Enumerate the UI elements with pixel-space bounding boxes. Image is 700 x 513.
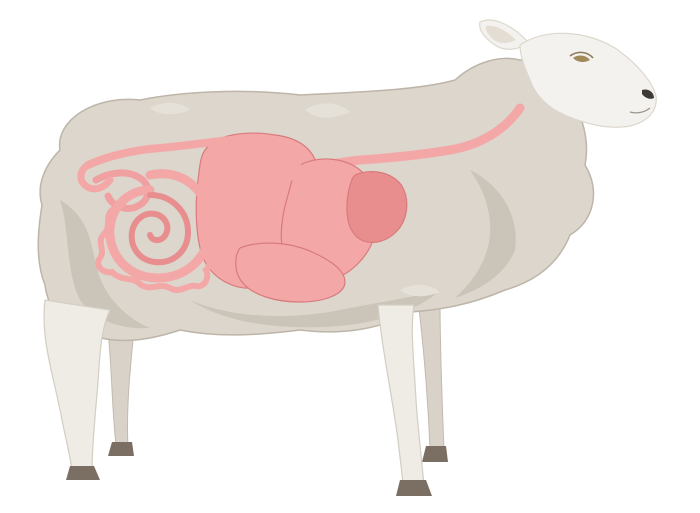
far-hind-hoof bbox=[108, 442, 134, 456]
near-hind-hoof bbox=[66, 466, 100, 480]
far-front-hoof bbox=[422, 446, 448, 462]
far-hind-leg bbox=[108, 330, 134, 448]
far-front-leg bbox=[418, 300, 444, 450]
near-front-hoof bbox=[396, 480, 432, 496]
near-hind-leg bbox=[44, 300, 110, 472]
near-front-leg bbox=[378, 305, 424, 486]
